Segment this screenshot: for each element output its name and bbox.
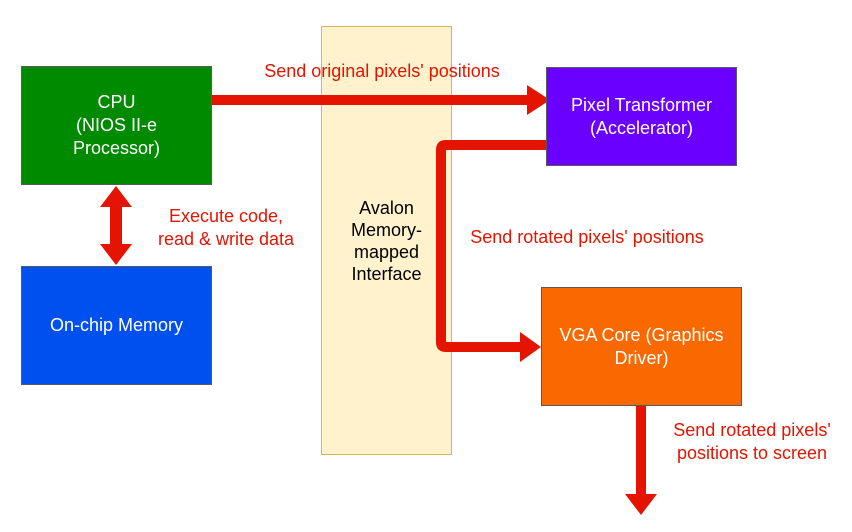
cpu-box: CPU (NIOS II-e Processor) [21, 66, 212, 185]
vga-core-label: VGA Core (Graphics Driver) [559, 324, 724, 368]
arrow-vga-to-screen [625, 406, 657, 515]
arrow-cpu-memory [100, 186, 132, 265]
edge-label-send-rotated: Send rotated pixels' positions [470, 227, 704, 247]
edge-label-send-to-screen: Send rotated pixels' positions to screen [673, 420, 831, 463]
avalon-interface-label: Avalon Memory- mapped Interface [351, 197, 422, 284]
arrow-transformer-to-vga [436, 140, 546, 362]
edge-label-send-original: Send original pixels' positions [264, 61, 500, 81]
vga-core-box: VGA Core (Graphics Driver) [541, 287, 742, 406]
arrow-cpu-to-transformer [212, 85, 550, 115]
on-chip-memory-label: On-chip Memory [49, 315, 184, 335]
cpu-label: CPU (NIOS II-e Processor) [72, 92, 161, 158]
edge-label-execute-code: Execute code, read & write data [157, 206, 295, 249]
on-chip-memory-box: On-chip Memory [21, 266, 212, 385]
pixel-transformer-label: Pixel Transformer (Accelerator) [570, 94, 713, 138]
pixel-transformer-box: Pixel Transformer (Accelerator) [546, 67, 737, 166]
